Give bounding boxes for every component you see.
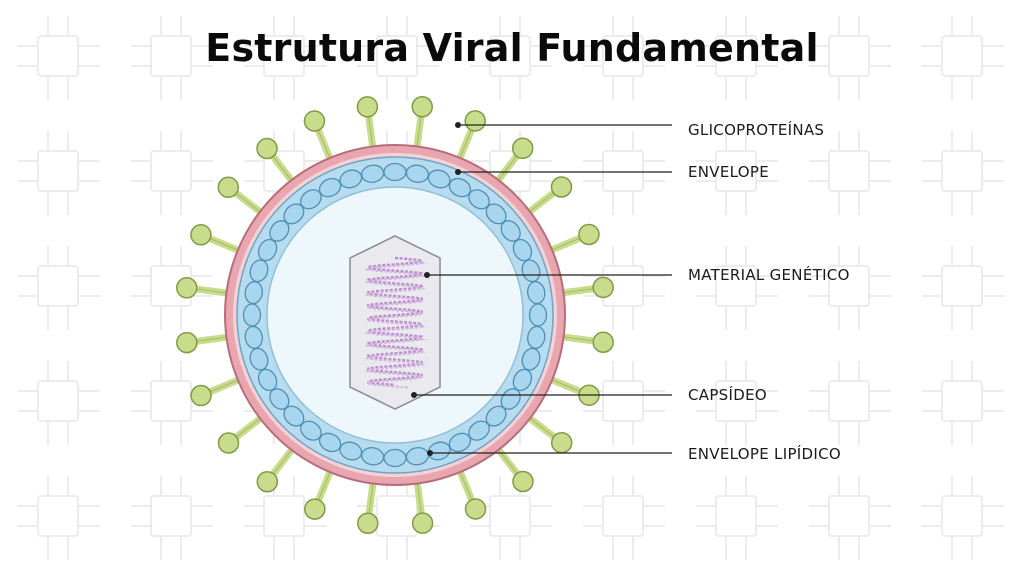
glycoprotein-spike — [304, 463, 336, 520]
circuit-tile — [583, 16, 665, 100]
glycoprotein-spike — [357, 475, 379, 534]
glycoprotein-spike — [492, 442, 534, 493]
circuit-tile — [18, 131, 100, 215]
label-capsid: CAPSÍDEO — [688, 385, 767, 404]
circuit-tile — [244, 16, 326, 100]
circuit-tile — [922, 476, 1004, 560]
dna-strand — [364, 259, 426, 389]
glycoprotein-spike — [303, 110, 336, 167]
label-genetic-material: MATERIAL GENÉTICO — [688, 265, 850, 284]
circuit-tile — [696, 131, 778, 215]
capsomere — [383, 162, 407, 182]
circuit-tile — [470, 476, 552, 560]
capsomere — [383, 448, 407, 468]
circuit-tile — [696, 16, 778, 100]
glycoprotein-spike — [454, 463, 487, 520]
glycoprotein-spike — [522, 411, 573, 454]
glycoprotein-spike — [555, 276, 614, 299]
circuit-tile — [583, 476, 665, 560]
glycoprotein-spike — [411, 96, 433, 155]
capsomere — [527, 281, 546, 305]
glycoprotein-spike — [190, 224, 247, 256]
circuit-tile — [131, 131, 213, 215]
circuit-tile — [922, 361, 1004, 445]
circuit-tile — [809, 131, 891, 215]
circuit-tile — [357, 16, 439, 100]
glycoprotein-spike — [411, 475, 434, 534]
glycoprotein-spike — [522, 176, 573, 218]
circuit-tile — [922, 16, 1004, 100]
circuit-tile — [470, 16, 552, 100]
page-title: Estrutura Viral Fundamental — [205, 26, 819, 70]
glycoprotein-spikes — [176, 96, 614, 534]
circuit-tile — [18, 16, 100, 100]
capsomere — [528, 303, 548, 327]
circuit-tile — [922, 131, 1004, 215]
circuit-tile — [18, 476, 100, 560]
circuit-tile — [809, 476, 891, 560]
label-glycoproteins: GLICOPROTEÍNAS — [688, 120, 824, 139]
circuit-tile — [809, 246, 891, 330]
glycoprotein-spike — [543, 374, 600, 406]
circuit-tile — [583, 131, 665, 215]
glycoprotein-spike — [256, 137, 298, 188]
capsomere — [242, 303, 262, 327]
label-lipid-envelope: ENVELOPE LIPÍDICO — [688, 444, 841, 463]
glycoprotein-spike — [190, 374, 247, 407]
glycoprotein-spike — [491, 137, 534, 188]
callout-lipid-envelope: ENVELOPE LIPÍDICO — [427, 444, 841, 463]
circuit-tile — [809, 16, 891, 100]
circuit-tile — [18, 246, 100, 330]
circuit-tile — [696, 361, 778, 445]
circuit-tile — [696, 476, 778, 560]
glycoprotein-spike — [543, 223, 600, 256]
label-envelope: ENVELOPE — [688, 163, 769, 181]
circuit-tile — [809, 361, 891, 445]
glycoprotein-spike — [454, 110, 486, 167]
glycoprotein-spike — [217, 412, 268, 454]
callout-envelope: ENVELOPE — [455, 163, 769, 181]
callout-capsid: CAPSÍDEO — [411, 385, 767, 404]
glycoprotein-spike — [176, 331, 235, 354]
glycoprotein-spike — [217, 176, 268, 219]
callout-glycoproteins: GLICOPROTEÍNAS — [455, 120, 824, 139]
circuit-tile — [922, 246, 1004, 330]
callout-genetic-material: MATERIAL GENÉTICO — [424, 265, 850, 284]
glycoprotein-spike — [256, 442, 299, 493]
capsomere-ring — [242, 162, 548, 468]
glycoprotein-spike — [555, 331, 614, 353]
circuit-tile — [131, 476, 213, 560]
genetic-material-helix — [364, 256, 426, 389]
glycoprotein-spike — [356, 96, 379, 155]
circuit-tile — [18, 361, 100, 445]
glycoprotein-spike — [176, 277, 235, 299]
circuit-tile — [583, 361, 665, 445]
circuit-tile — [131, 16, 213, 100]
circuit-tile — [696, 246, 778, 330]
